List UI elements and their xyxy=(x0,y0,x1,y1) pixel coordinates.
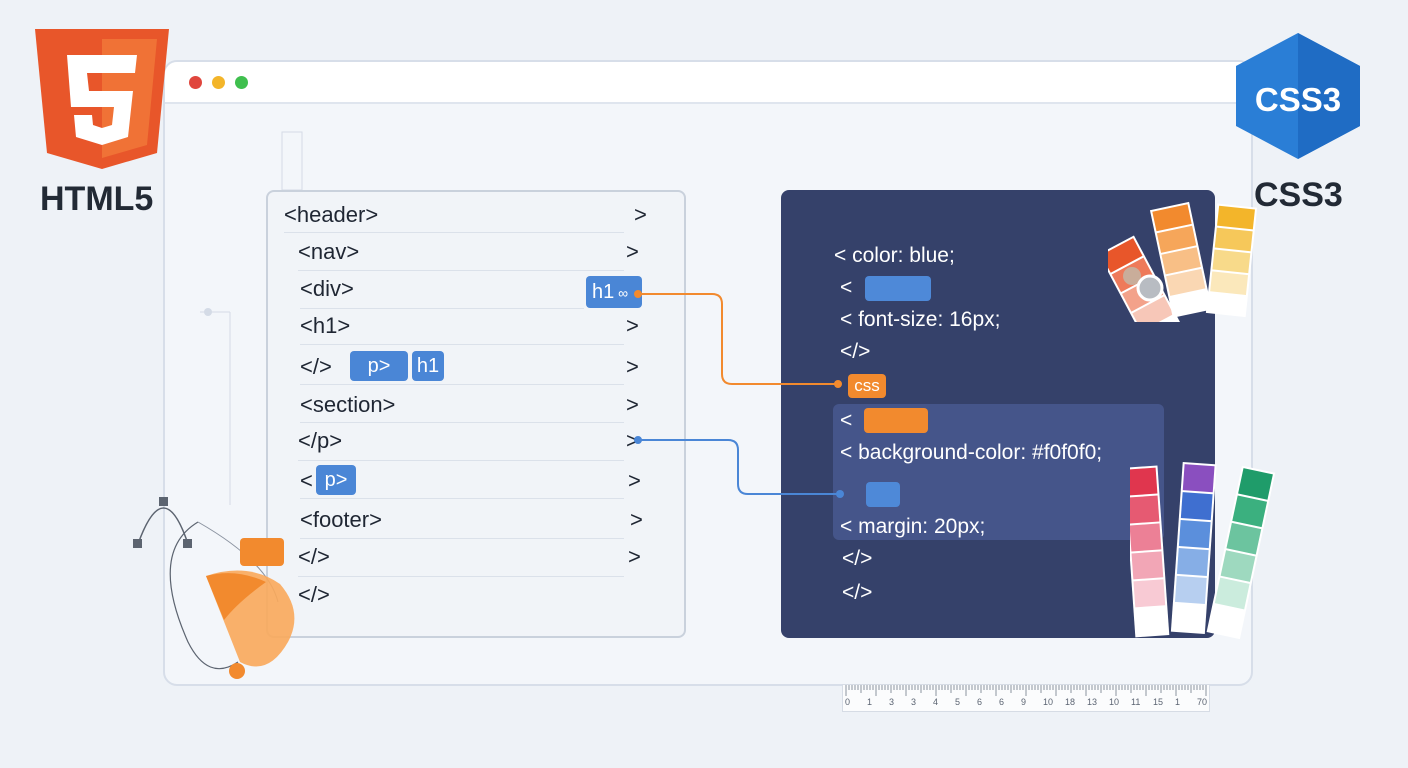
ruler-number: 10 xyxy=(1109,697,1120,707)
ruler-number: 5 xyxy=(955,697,961,707)
html-code-panel xyxy=(266,190,686,638)
html5-label: HTML5 xyxy=(40,180,154,218)
line-divider xyxy=(300,422,624,423)
css-line-background[interactable]: < background-color: #f0f0f0; xyxy=(840,441,1103,464)
expand-chevron-icon[interactable]: > xyxy=(630,507,643,532)
color-palette-fan-icon xyxy=(1108,201,1258,322)
line-divider xyxy=(300,538,624,539)
css-line-close-2[interactable]: </> xyxy=(842,547,873,570)
p-chip-label: p> xyxy=(316,465,356,495)
css3-label: CSS3 xyxy=(1254,176,1343,214)
expand-chevron-icon[interactable]: > xyxy=(628,544,641,569)
html-line-section[interactable]: <section> xyxy=(300,392,396,417)
expand-chevron-icon[interactable]: > xyxy=(626,428,639,453)
ruler-number: 9 xyxy=(1021,697,1027,707)
ruler-number: 0 xyxy=(845,697,851,707)
css-line-color[interactable]: < color: blue; xyxy=(834,244,955,267)
expand-chevron-icon[interactable]: > xyxy=(626,392,639,417)
html-line-div[interactable]: <div> xyxy=(300,276,354,301)
css-line-close[interactable]: </> xyxy=(840,340,871,363)
p-chip-label: p> xyxy=(350,351,408,381)
html-line-close[interactable]: </> xyxy=(300,354,332,379)
ruler-number: 11 xyxy=(1131,697,1141,707)
html-line-close-p[interactable]: </p> xyxy=(298,428,343,453)
css-line-open-2[interactable]: < xyxy=(840,409,853,432)
expand-chevron-icon[interactable]: > xyxy=(628,468,641,493)
p-tag-chip-2[interactable]: p> xyxy=(316,465,356,495)
blue-color-swatch[interactable] xyxy=(865,276,931,301)
css-line-close-3[interactable]: </> xyxy=(842,581,873,604)
css3-badge-text: CSS3 xyxy=(1254,81,1342,118)
ruler-number: 4 xyxy=(933,697,939,707)
html-line-footer[interactable]: <footer> xyxy=(300,507,382,532)
h1-chip-label: h1 xyxy=(592,281,615,303)
h1-tag-chip[interactable]: h1 xyxy=(412,351,444,381)
html-line-open[interactable]: < xyxy=(300,468,313,493)
close-window-button[interactable] xyxy=(189,76,202,89)
ruler-number: 3 xyxy=(911,697,917,707)
link-icon: ∞ xyxy=(614,285,629,301)
line-divider xyxy=(298,270,624,271)
html-line-nav[interactable]: <nav> xyxy=(298,239,360,264)
line-divider xyxy=(300,384,624,385)
color-swatch-book-icon xyxy=(1130,462,1276,640)
ruler-number: 18 xyxy=(1065,697,1076,707)
p-tag-chip[interactable]: p> xyxy=(350,351,408,381)
html-line-close-3[interactable]: </> xyxy=(298,582,330,607)
line-divider xyxy=(298,460,624,461)
ruler-number: 3 xyxy=(889,697,895,707)
minimize-window-button[interactable] xyxy=(212,76,225,89)
ruler-number: 10 xyxy=(1043,697,1054,707)
blue-color-swatch-small[interactable] xyxy=(866,482,900,507)
html5-shield-icon xyxy=(35,29,169,169)
browser-titlebar xyxy=(165,62,1251,104)
expand-chevron-icon[interactable]: > xyxy=(626,354,639,379)
html-line-h1[interactable]: <h1> xyxy=(300,313,351,338)
css-line-font-size[interactable]: < font-size: 16px; xyxy=(840,308,1001,331)
orange-color-swatch[interactable] xyxy=(864,408,928,433)
line-divider xyxy=(300,498,624,499)
ruler-number: 70 xyxy=(1197,697,1208,707)
html-line-close-2[interactable]: </> xyxy=(298,544,330,569)
expand-chevron-icon[interactable]: > xyxy=(634,202,647,227)
line-divider xyxy=(298,576,624,577)
html-line-header[interactable]: <header> xyxy=(284,202,379,227)
line-divider xyxy=(300,344,624,345)
line-divider xyxy=(284,232,624,233)
ruler-number: 6 xyxy=(999,697,1005,707)
pen-tool-illustration xyxy=(133,497,295,679)
maximize-window-button[interactable] xyxy=(235,76,248,89)
h1-selected-chip[interactable]: h1 ∞ xyxy=(586,276,642,308)
ruler-number: 6 xyxy=(977,697,983,707)
css3-hexagon-icon xyxy=(1236,33,1360,159)
ruler-number: 1 xyxy=(867,697,873,707)
ruler-number: 15 xyxy=(1153,697,1164,707)
css-line-margin[interactable]: < margin: 20px; xyxy=(840,515,986,538)
expand-chevron-icon[interactable]: > xyxy=(626,313,639,338)
line-divider xyxy=(300,308,584,309)
expand-chevron-icon[interactable]: > xyxy=(626,239,639,264)
ruler-number: 13 xyxy=(1087,697,1098,707)
css-chip[interactable]: css xyxy=(848,374,886,398)
css-line-open[interactable]: < xyxy=(840,276,853,299)
ruler-ticks xyxy=(845,685,1207,696)
h1-inline-label: h1 xyxy=(412,351,444,381)
ruler-number: 1 xyxy=(1175,697,1181,707)
